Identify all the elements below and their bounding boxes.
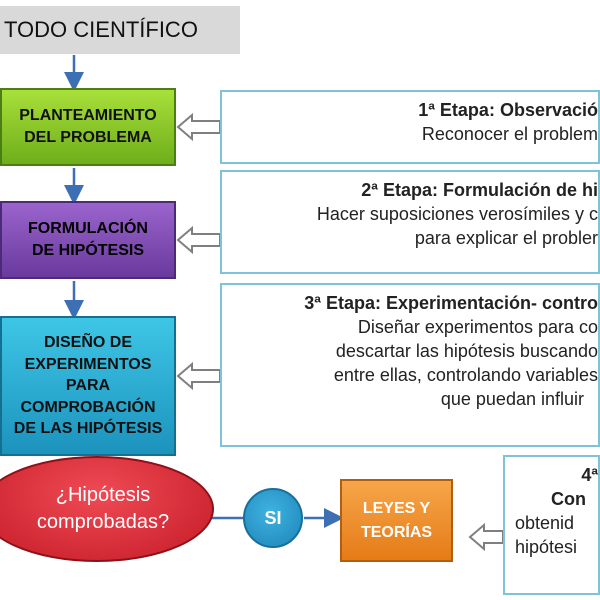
etapa-text-line: para explicar el probler [414,228,598,249]
step-label-line: DISEÑO DE [43,334,132,352]
etapa-heading: 3ª Etapa: Experimentación- contro [304,293,598,313]
etapa-1-box: 1ª Etapa: Observació Reconocer el proble… [220,90,600,164]
leyes-line: TEORÍAS [360,523,433,541]
gray-arrow-etapa2 [176,225,221,255]
etapa-heading: 2ª Etapa: Formulación de hi [361,180,598,200]
step-label-line: FORMULACIÓN [28,220,148,238]
etapa-text-line: obtenid [515,513,575,534]
step-label-line: PARA [65,377,111,395]
etapa-4-box: 4ª Con obtenid hipótesi [503,455,600,595]
step-label-line: DE LAS HIPÓTESIS [13,420,163,438]
diagram-title: TODO CIENTÍFICO [0,6,240,54]
etapa-3-box: 3ª Etapa: Experimentación- contro Diseña… [220,283,600,447]
etapa-text-line: descartar las hipótesis buscando [335,341,598,362]
step-label-line: DEL PROBLEMA [24,129,152,146]
diagram-title-text: TODO CIENTÍFICO [4,17,198,42]
leyes-teorias-box: LEYES Y TEORÍAS [340,479,453,562]
leyes-line: LEYES Y [362,499,431,517]
yes-circle: SI [243,488,303,548]
etapa-heading: 1ª Etapa: Observació [418,100,598,120]
etapa-text-line: Hacer suposiciones verosímiles y c [316,204,598,225]
gray-arrow-etapa3 [176,361,221,391]
step-diseno-experimentos: DISEÑO DE EXPERIMENTOS PARA COMPROBACIÓN… [0,316,176,456]
etapa-text-line: Reconocer el problem [421,124,598,145]
etapa-heading: 4ª [581,465,598,485]
step-label-line: COMPROBACIÓN [20,398,156,416]
etapa-heading: Con [551,489,586,510]
decision-line: ¿Hipótesis [55,484,151,506]
etapa-2-box: 2ª Etapa: Formulación de hi Hacer suposi… [220,170,600,274]
step-label-line: DE HIPÓTESIS [31,242,144,259]
step-formulacion: FORMULACIÓN DE HIPÓTESIS [0,201,176,279]
gray-arrow-etapa1 [176,112,221,142]
step-planteamiento: PLANTEAMIENTO DEL PROBLEMA [0,88,176,166]
etapa-text-line: que puedan influir [440,389,584,410]
step-label-line: EXPERIMENTOS [24,355,152,373]
gray-arrow-etapa4 [468,522,504,552]
etapa-text-line: Diseñar experimentos para co [357,317,598,338]
decision-ellipse: ¿Hipótesis comprobadas? [0,456,214,562]
yes-label: SI [264,507,282,528]
etapa-text-line: hipótesi [515,537,578,558]
etapa-text-line: entre ellas, controlando variables [333,365,598,386]
decision-line: comprobadas? [36,511,170,533]
step-label-line: PLANTEAMIENTO [19,107,157,125]
